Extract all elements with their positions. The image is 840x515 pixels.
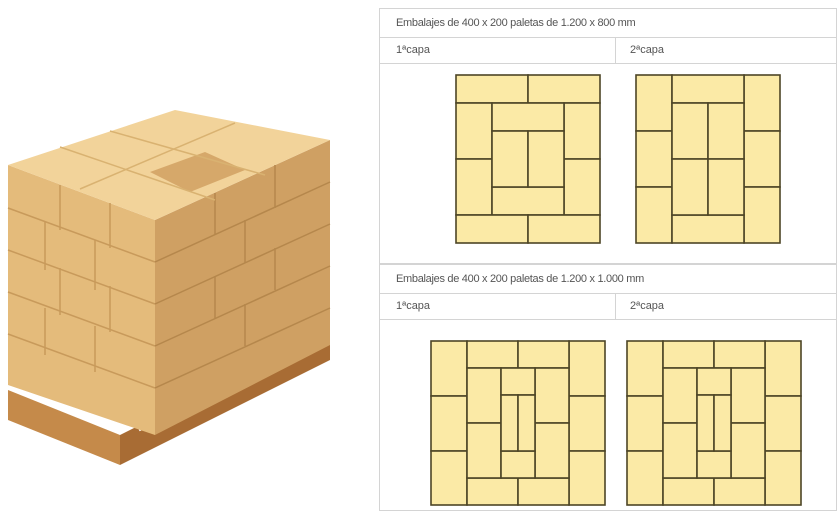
section-2-layer-header: 1ªcapa 2ªcapa — [379, 294, 837, 320]
section-2-title: Embalajes de 400 x 200 paletas de 1.200 … — [379, 264, 837, 294]
section-1-title: Embalajes de 400 x 200 paletas de 1.200 … — [379, 8, 837, 38]
section-2-layer-1-label: 1ªcapa — [396, 300, 431, 312]
column-divider — [615, 38, 616, 63]
pattern-1200x1000-layer-2 — [626, 340, 802, 506]
section-1-layer-header: 1ªcapa 2ªcapa — [379, 38, 837, 64]
section-2-diagrams — [379, 320, 837, 511]
pattern-1200x1000-layer-1 — [430, 340, 606, 506]
section-1-layer-1-label: 1ªcapa — [396, 44, 431, 56]
section-1-layer-2-label: 2ªcapa — [630, 44, 665, 56]
pallet-base-front — [8, 390, 120, 465]
pallet-illustration — [7, 110, 331, 465]
stack-side-face — [155, 140, 330, 435]
section-1-diagrams — [379, 64, 837, 264]
pattern-1200x800-layer-1 — [455, 74, 601, 244]
side-box-lines — [154, 165, 331, 389]
section-2-layer-2-label: 2ªcapa — [630, 300, 665, 312]
stack-top-face — [8, 110, 330, 220]
column-divider — [615, 294, 616, 319]
front-box-lines — [7, 185, 156, 389]
top-box-lines — [59, 122, 266, 201]
layer-patterns-panel: Embalajes de 400 x 200 paletas de 1.200 … — [379, 8, 837, 511]
pattern-1200x800-layer-2 — [635, 74, 781, 244]
